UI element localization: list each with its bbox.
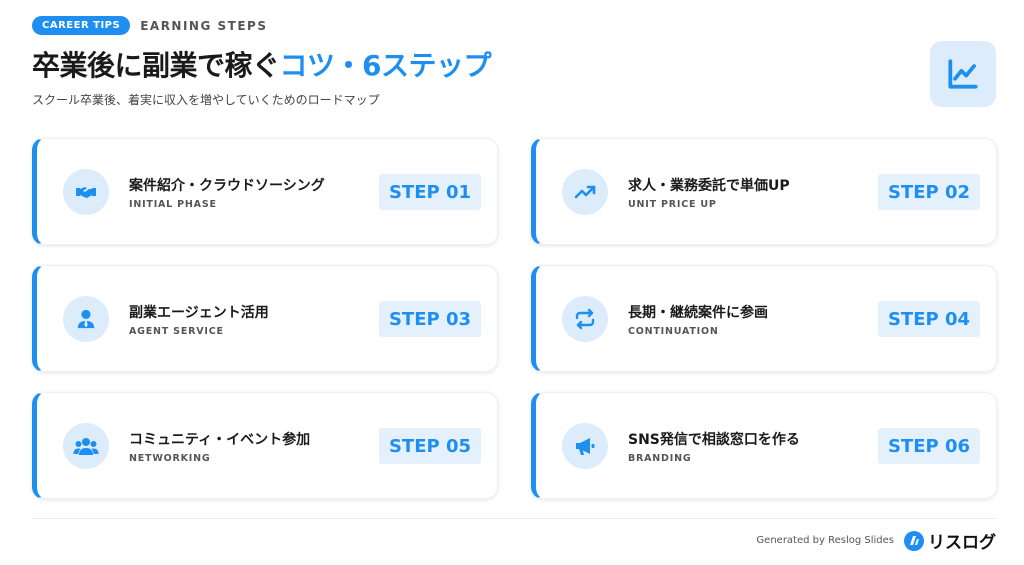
trending-up-icon <box>562 169 608 215</box>
generated-by-text: Generated by Reslog Slides <box>756 535 894 546</box>
step-title: 案件紹介・クラウドソーシング <box>129 178 325 194</box>
step-subtitle: UNIT PRICE UP <box>628 199 717 210</box>
step-title: 求人・業務委託で単価UP <box>628 178 790 194</box>
step-card-1: 案件紹介・クラウドソーシング INITIAL PHASE STEP 01 <box>32 138 498 245</box>
footer-divider <box>32 518 997 519</box>
step-title: 副業エージェント活用 <box>129 305 269 321</box>
brand-logo-icon <box>904 530 924 551</box>
step-number: STEP 04 <box>878 301 980 337</box>
step-subtitle: BRANDING <box>628 453 692 464</box>
step-number: STEP 03 <box>379 301 481 337</box>
step-subtitle: AGENT SERVICE <box>129 326 224 337</box>
step-number: STEP 06 <box>878 428 980 464</box>
step-card-2: 求人・業務委託で単価UP UNIT PRICE UP STEP 02 <box>531 138 997 245</box>
step-title: コミュニティ・イベント参加 <box>129 432 311 448</box>
step-card-3: 副業エージェント活用 AGENT SERVICE STEP 03 <box>32 265 498 372</box>
chart-line-icon <box>930 41 996 107</box>
megaphone-icon <box>562 423 608 469</box>
footer: Generated by Reslog Slides リスログ <box>756 528 996 553</box>
title-main: 卒業後に副業で稼ぐ <box>32 49 280 82</box>
step-title: SNS発信で相談窓口を作る <box>628 432 800 448</box>
page-title: 卒業後に副業で稼ぐコツ・6ステップ <box>32 44 492 84</box>
user-tie-icon <box>63 296 109 342</box>
step-number: STEP 01 <box>379 174 481 210</box>
brand-logo-text: リスログ <box>928 533 996 553</box>
category-badge: CAREER TIPS <box>32 16 131 35</box>
header-top-row: CAREER TIPS EARNING STEPS <box>32 16 267 35</box>
handshake-icon <box>63 169 109 215</box>
step-subtitle: CONTINUATION <box>628 326 719 337</box>
step-number: STEP 02 <box>878 174 980 210</box>
step-card-6: SNS発信で相談窓口を作る BRANDING STEP 06 <box>531 392 997 499</box>
kicker-label: EARNING STEPS <box>140 18 268 33</box>
title-accent: コツ・6ステップ <box>279 49 492 82</box>
step-title: 長期・継続案件に参画 <box>628 305 768 321</box>
step-number: STEP 05 <box>379 428 481 464</box>
step-subtitle: NETWORKING <box>129 453 211 464</box>
brand-logo: リスログ <box>904 528 996 553</box>
step-card-4: 長期・継続案件に参画 CONTINUATION STEP 04 <box>531 265 997 372</box>
users-icon <box>63 423 109 469</box>
step-subtitle: INITIAL PHASE <box>129 199 217 210</box>
repeat-icon <box>562 296 608 342</box>
step-card-5: コミュニティ・イベント参加 NETWORKING STEP 05 <box>32 392 498 499</box>
page-subtitle: スクール卒業後、着実に収入を増やしていくためのロードマップ <box>32 93 380 107</box>
